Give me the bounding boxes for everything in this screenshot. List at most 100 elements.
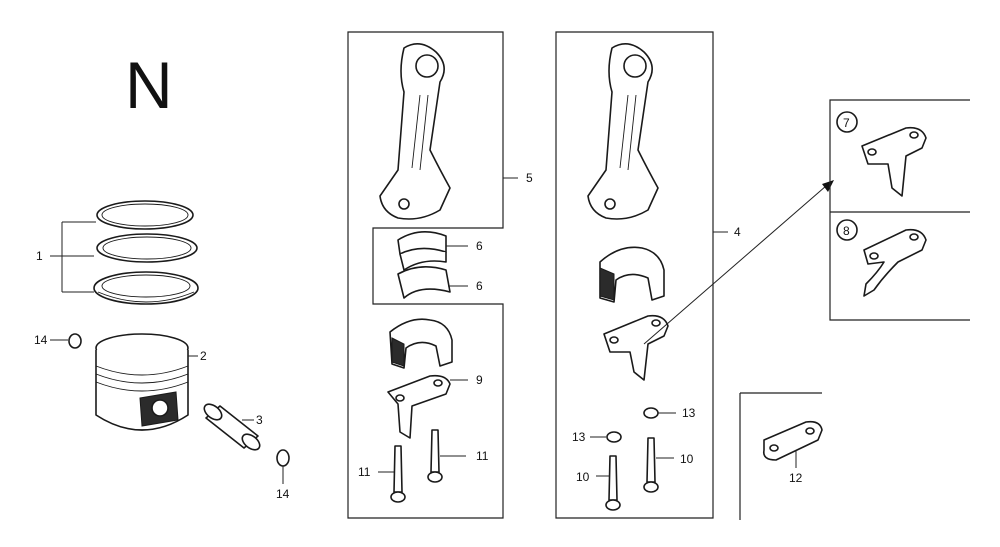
callout-12: 12 xyxy=(789,471,803,485)
callout-6a: 6 xyxy=(476,239,483,253)
rod-cap-5 xyxy=(389,318,453,369)
bearing-shell-lower xyxy=(399,252,447,271)
rod-web xyxy=(619,94,637,171)
dipper-hole xyxy=(909,131,919,139)
dipper-plate-curved xyxy=(863,228,927,297)
bolt-head xyxy=(390,491,406,503)
rod-bolt-11-right xyxy=(427,429,443,483)
oil-ring xyxy=(93,271,199,305)
callout-13a: 13 xyxy=(682,406,696,420)
piston-ring-top xyxy=(96,200,194,230)
dipper-hole xyxy=(909,233,919,241)
connecting-rod-4 xyxy=(587,43,659,220)
callout-2: 2 xyxy=(200,349,207,363)
pin-end xyxy=(203,403,223,421)
callout-14b: 14 xyxy=(276,487,290,501)
washer-13-right xyxy=(643,407,659,419)
dipper-plate xyxy=(861,126,927,197)
pin-bore xyxy=(151,399,169,417)
small-end-bore xyxy=(415,54,439,78)
oil-dipper-8 xyxy=(863,228,927,297)
cap-shadow xyxy=(391,337,405,367)
dipper-hole xyxy=(395,394,405,402)
kit-5-outline xyxy=(347,31,504,519)
dipper-hole xyxy=(651,319,661,327)
connecting-rod-kit-5 xyxy=(379,43,451,220)
callout-8: 8 xyxy=(843,224,850,238)
washer-13-left xyxy=(606,431,622,443)
plate-hole xyxy=(769,444,779,452)
piston-pin-clip-upper xyxy=(68,333,82,349)
piston xyxy=(95,333,189,431)
rod-cap-4 xyxy=(599,246,665,303)
dipper-hole xyxy=(869,252,879,260)
arrow-to-detail xyxy=(643,185,827,345)
dipper-options-outline xyxy=(829,99,970,321)
dipper-hole xyxy=(609,336,619,344)
part-12-outline xyxy=(739,392,822,520)
cap-shadow xyxy=(599,267,615,301)
callout-14a: 14 xyxy=(34,333,48,347)
connecting-rod xyxy=(587,43,659,220)
bearing-half-lower xyxy=(397,266,451,299)
callout-9: 9 xyxy=(476,373,483,387)
leader-1 xyxy=(50,221,96,293)
lock-plate-12 xyxy=(762,420,823,461)
circled-7 xyxy=(836,111,858,133)
dipper-hole xyxy=(867,148,877,156)
bolt-head xyxy=(643,481,659,493)
small-end-bore xyxy=(623,54,647,78)
ring-detail xyxy=(97,291,195,303)
rod-web xyxy=(411,94,429,171)
callout-11a: 11 xyxy=(358,465,371,479)
callout-1: 1 xyxy=(36,249,43,263)
callout-10b: 10 xyxy=(680,452,694,466)
connecting-rod xyxy=(379,43,451,220)
piston-ring-set xyxy=(93,200,199,305)
rod-bolt-10-left xyxy=(605,455,621,511)
callout-5: 5 xyxy=(526,171,533,185)
pin-end xyxy=(241,433,261,451)
ring-inner-edge xyxy=(101,274,191,298)
rod-bolt-10-right xyxy=(643,437,659,493)
dipper-plate xyxy=(387,374,451,439)
section-letter: N xyxy=(125,48,173,122)
circled-8 xyxy=(836,219,858,241)
bolt-shank xyxy=(608,455,618,501)
piston-pin-clip-lower xyxy=(276,449,290,467)
oil-dipper-9 xyxy=(387,374,451,439)
arrow-head xyxy=(822,180,834,192)
callout-7: 7 xyxy=(843,116,850,130)
dipper-plate xyxy=(603,314,669,381)
callout-3: 3 xyxy=(256,413,263,427)
callout-13b: 13 xyxy=(572,430,586,444)
dipper-hole xyxy=(433,379,443,387)
callout-11b: 11 xyxy=(476,449,489,463)
kit-4-outline xyxy=(555,31,714,519)
rod-cap xyxy=(389,318,453,369)
callout-6b: 6 xyxy=(476,279,483,293)
piston-pin xyxy=(203,403,261,451)
rod-bolt-11-left xyxy=(390,445,406,503)
plate-hole xyxy=(805,427,815,435)
ring-inner-edge xyxy=(102,236,192,260)
ring-grooves xyxy=(95,365,189,392)
rod-cap xyxy=(599,246,665,303)
bolt-shank xyxy=(430,429,440,473)
bearing-shell xyxy=(397,266,451,299)
oil-dipper-4 xyxy=(603,314,669,381)
bolt-head xyxy=(605,499,621,511)
piston-ring-middle xyxy=(96,233,198,263)
bolt-head xyxy=(427,471,443,483)
callout-10a: 10 xyxy=(576,470,590,484)
bearing-shell xyxy=(397,231,447,255)
ring-inner-edge xyxy=(101,203,189,227)
bolt-shank xyxy=(393,445,403,493)
bolt-hole xyxy=(398,198,410,210)
bearing-half-upper xyxy=(397,231,447,271)
bolt-hole xyxy=(604,198,616,210)
oil-dipper-7 xyxy=(861,126,927,197)
callout-4: 4 xyxy=(734,225,741,239)
